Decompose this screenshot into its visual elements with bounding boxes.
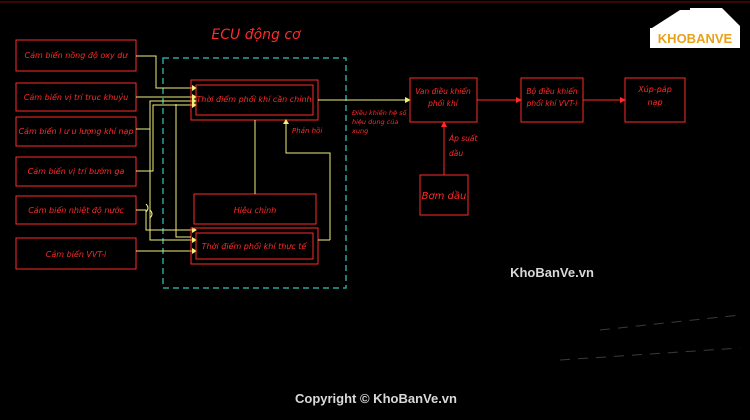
ecu-internal-lines [175,104,331,241]
arrow-ecu-to-valve [405,97,411,103]
sensor-signal-lines [136,55,192,252]
ecu-correction-block: Hiệu chỉnh [193,193,317,225]
ecu-actual-outer [190,227,319,265]
sensor-label-vvti: Cảm biến VVT-i [46,249,107,259]
line-left-link [175,104,191,238]
controller-label-line2: phối khí VVT-i [526,99,579,108]
line-throttle [136,104,192,172]
line-jumpers [145,203,153,219]
line-oxygen [136,55,192,89]
line-coolant [136,209,192,231]
jumper-1 [145,203,149,213]
pump-label: Bơm dầu [422,190,467,202]
arrow-head [192,102,197,108]
oil-pressure-line1: Áp suất [448,134,479,143]
faint-dash-1 [599,314,741,331]
arrow-controller-to-intake [620,97,626,103]
controller-label-line1: Bộ điều khiển [526,87,578,96]
sensor-label-throttle: Cảm biến vị trí bướm ga [28,166,125,176]
arrow-pump-to-valve [441,121,447,127]
oil-pressure-line2: dầu [449,149,463,158]
feedback-arrow [283,119,289,124]
sensor-box-airflow [15,116,137,147]
arrow-head [192,85,197,91]
sensor-label-oxygen: Cảm biến nồng độ oxy dư [25,50,129,60]
ecu-target-block: Thời điểm phối khí cần chỉnh [190,79,319,121]
arrow-head [192,237,197,243]
watermark-center: KhoBanVe.vn [510,265,594,280]
signal-label-line2: hiệu dụng của [352,118,398,126]
ecu-title: ECU động cơ [211,27,302,43]
sensor-boxes: Cảm biến nồng độ oxy dư Cảm biến vị trí … [15,39,137,270]
copyright-text: Copyright © KhoBanVe.vn [295,391,457,406]
valve-label-line1: Van điều khiển [415,87,471,96]
valve-label-line2: phối khí [427,99,459,108]
ecu-input-arrows [192,85,197,254]
sensor-label-coolant: Cảm biến nhiệt độ nước [28,205,124,215]
faint-dash-2 [559,347,741,361]
ecu-correction-label: Hiệu chỉnh [234,205,277,215]
logo-text: KHOBANVE [658,31,733,46]
jumper-2 [149,209,153,219]
ecu-actual-inner [195,232,314,260]
sensor-box-vvti [15,237,137,270]
ecu-actual-label: Thời điểm phối khí thực tế [202,241,308,251]
line-airflow-actual [136,128,192,241]
pump-box [419,174,469,216]
feedback-label: Phản hồi [292,127,322,135]
faint-dashes [559,314,741,361]
arrow-valve-to-controller [516,97,522,103]
signal-label-line3: xung [351,127,368,135]
intake-valve-label-line1: Xúp-páp [637,85,672,94]
arrow-head [192,248,197,254]
signal-label-line1: Điều khiển hệ số [352,108,407,117]
intake-valve-label-line2: nạp [647,98,662,107]
khobanve-logo: KHOBANVE [650,8,740,48]
ecu-target-inner [195,84,314,116]
intake-valve-box [624,77,686,123]
sensor-label-crankshaft: Cảm biến vị trí trục khuỷu [24,92,128,102]
ecu-frame [162,57,347,289]
arrow-head [192,98,197,104]
ecu-actual-block: Thời điểm phối khí thực tế [190,227,319,265]
logo-bar [650,28,740,48]
line-feedback [285,121,331,240]
ecu-target-label: Thời điểm phối khí cần chỉnh [196,94,311,104]
sensor-label-airflow: Cảm biến l ư u lượng khí nạp [18,126,133,136]
arrow-head [192,94,197,100]
